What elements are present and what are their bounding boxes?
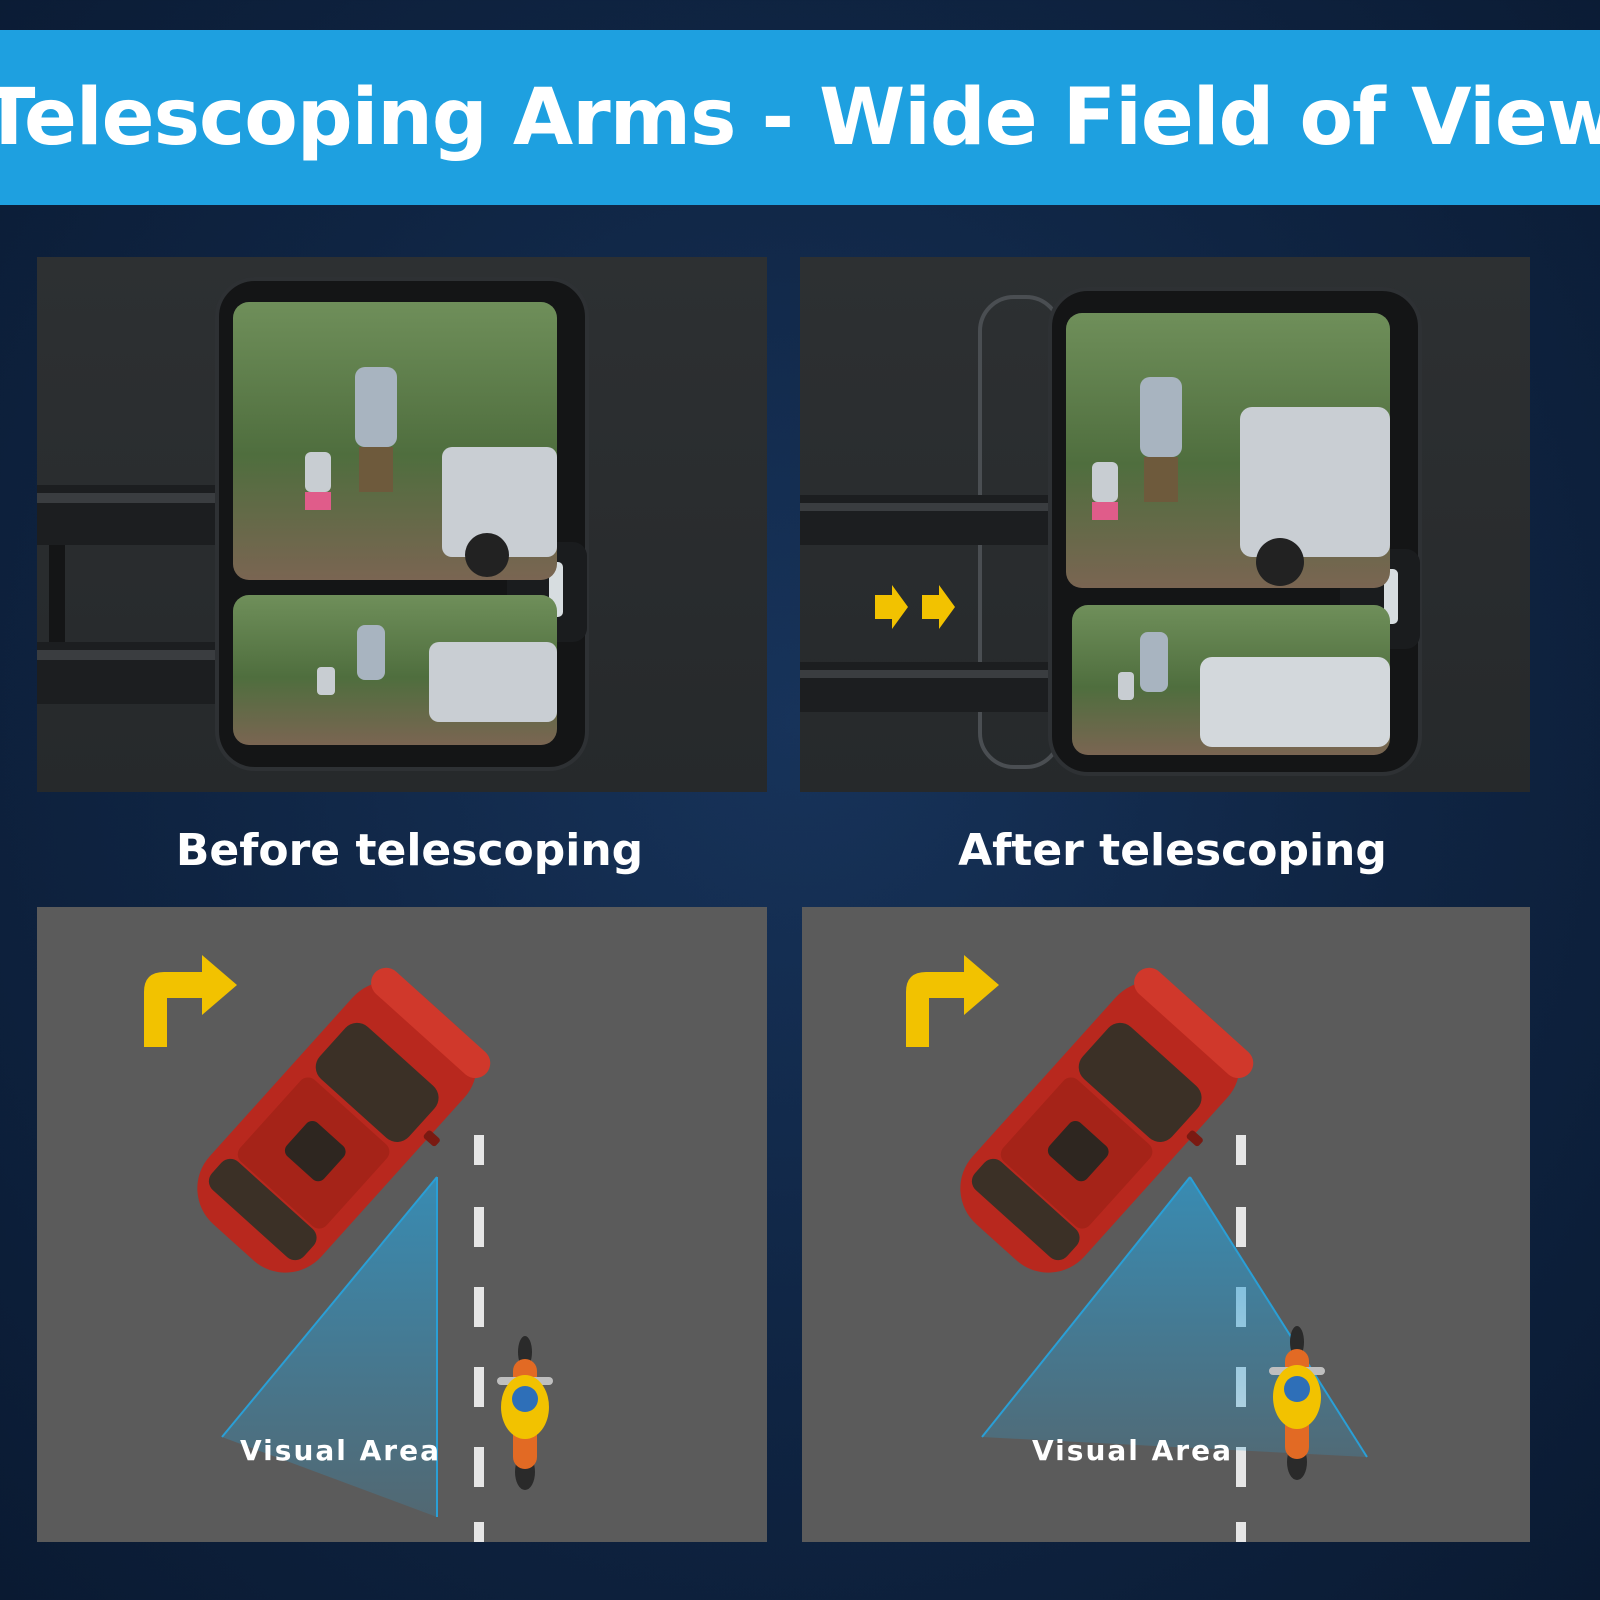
visual-area-cone [982,1177,1367,1457]
mirror-after-panel [800,257,1530,792]
mirror-before-panel [37,257,767,792]
visual-area-label: Visual Area [240,1434,441,1467]
visual-area-label: Visual Area [1032,1434,1233,1467]
turn-arrow-icon [906,955,999,1047]
after-caption: After telescoping [958,825,1387,876]
road-before-diagram: Visual Area [37,907,767,1542]
visual-area-cone [222,1177,437,1517]
motorcycle-icon [1269,1326,1325,1480]
before-caption: Before telescoping [175,825,644,876]
page-title: Telescoping Arms - Wide Field of View [0,72,1600,163]
road-after-panel: Visual Area [802,907,1530,1542]
motorcycle-icon [497,1336,553,1490]
car-icon [960,967,1254,1273]
road-before-panel: Visual Area [37,907,767,1542]
car-icon [197,967,491,1273]
title-banner: Telescoping Arms - Wide Field of View [0,30,1600,205]
mirror-before-icon [37,277,589,771]
telescope-direction-arrow-icon [875,585,955,629]
turn-arrow-icon [144,955,237,1047]
road-after-diagram: Visual Area [802,907,1530,1542]
mirror-after-icon [800,287,1422,776]
